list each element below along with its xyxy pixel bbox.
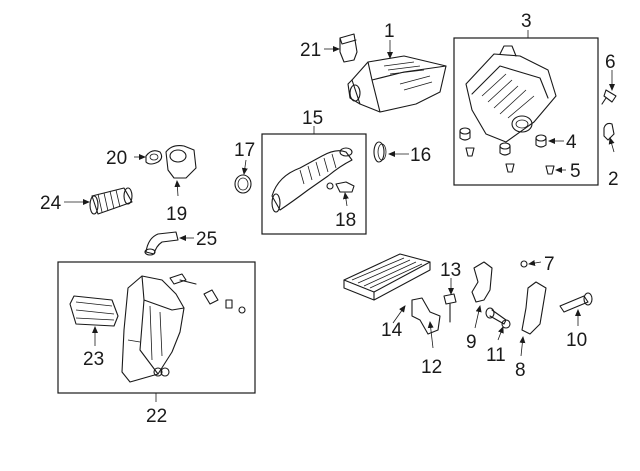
group-box-22 (57, 261, 256, 394)
callout-15: 15 (302, 108, 323, 129)
callout-4: 4 (566, 132, 577, 153)
callout-24: 24 (40, 193, 62, 214)
callout-12: 12 (421, 357, 442, 378)
callout-22: 22 (146, 406, 167, 427)
callout-5: 5 (570, 161, 581, 182)
callout-11: 11 (486, 345, 506, 366)
callout-16: 16 (410, 145, 431, 166)
part-grommets (459, 127, 547, 156)
callout-7: 7 (544, 254, 555, 275)
leader-lines (64, 40, 615, 357)
callout-14: 14 (381, 320, 403, 341)
part-hardware-22 (169, 273, 246, 314)
part-bracket-9 (471, 261, 493, 303)
part-air-box-cover (347, 55, 447, 113)
callout-21: 21 (300, 40, 321, 61)
callout-9: 9 (466, 332, 477, 353)
callout-25: 25 (196, 229, 217, 250)
part-resonator-duct-23 (69, 295, 119, 327)
callout-23: 23 (83, 349, 104, 370)
callout-19: 19 (166, 204, 187, 225)
callout-13: 13 (440, 260, 461, 281)
part-air-cleaner-housing (465, 45, 557, 143)
part-air-filter-14 (343, 253, 431, 301)
part-bolt-6 (601, 89, 617, 105)
part-clip-7 (520, 260, 528, 268)
part-bracket-12 (411, 297, 441, 335)
part-intake-hose (271, 147, 353, 213)
part-intake-duct-small (339, 33, 358, 63)
callout-6: 6 (605, 52, 616, 73)
part-resonator-box (121, 275, 185, 383)
part-clamp-17 (234, 174, 252, 194)
part-seal-20 (145, 150, 163, 165)
callout-2: 2 (608, 169, 619, 190)
part-fitting-18 (326, 181, 355, 193)
part-corrugated-hose-24 (89, 187, 133, 215)
callout-10: 10 (566, 330, 587, 351)
part-clamp-16 (373, 141, 387, 163)
part-bolt-11 (485, 307, 511, 329)
callout-18: 18 (335, 210, 356, 231)
callout-3: 3 (521, 11, 532, 32)
part-bolt-13 (443, 293, 457, 323)
part-bolt-10 (559, 292, 593, 313)
callout-labels: 1 2 3 4 5 6 7 8 9 10 11 12 13 14 15 16 1… (40, 11, 619, 427)
callout-1: 1 (384, 21, 395, 42)
part-resonator-19 (165, 145, 197, 179)
part-clips (465, 147, 555, 175)
part-bent-tube-25 (144, 231, 179, 256)
part-bracket-2 (603, 122, 615, 141)
callout-20: 20 (106, 148, 127, 169)
part-bracket-8 (521, 281, 547, 335)
callout-8: 8 (515, 360, 526, 381)
group-box-3 (453, 37, 599, 186)
callout-17: 17 (234, 140, 255, 161)
